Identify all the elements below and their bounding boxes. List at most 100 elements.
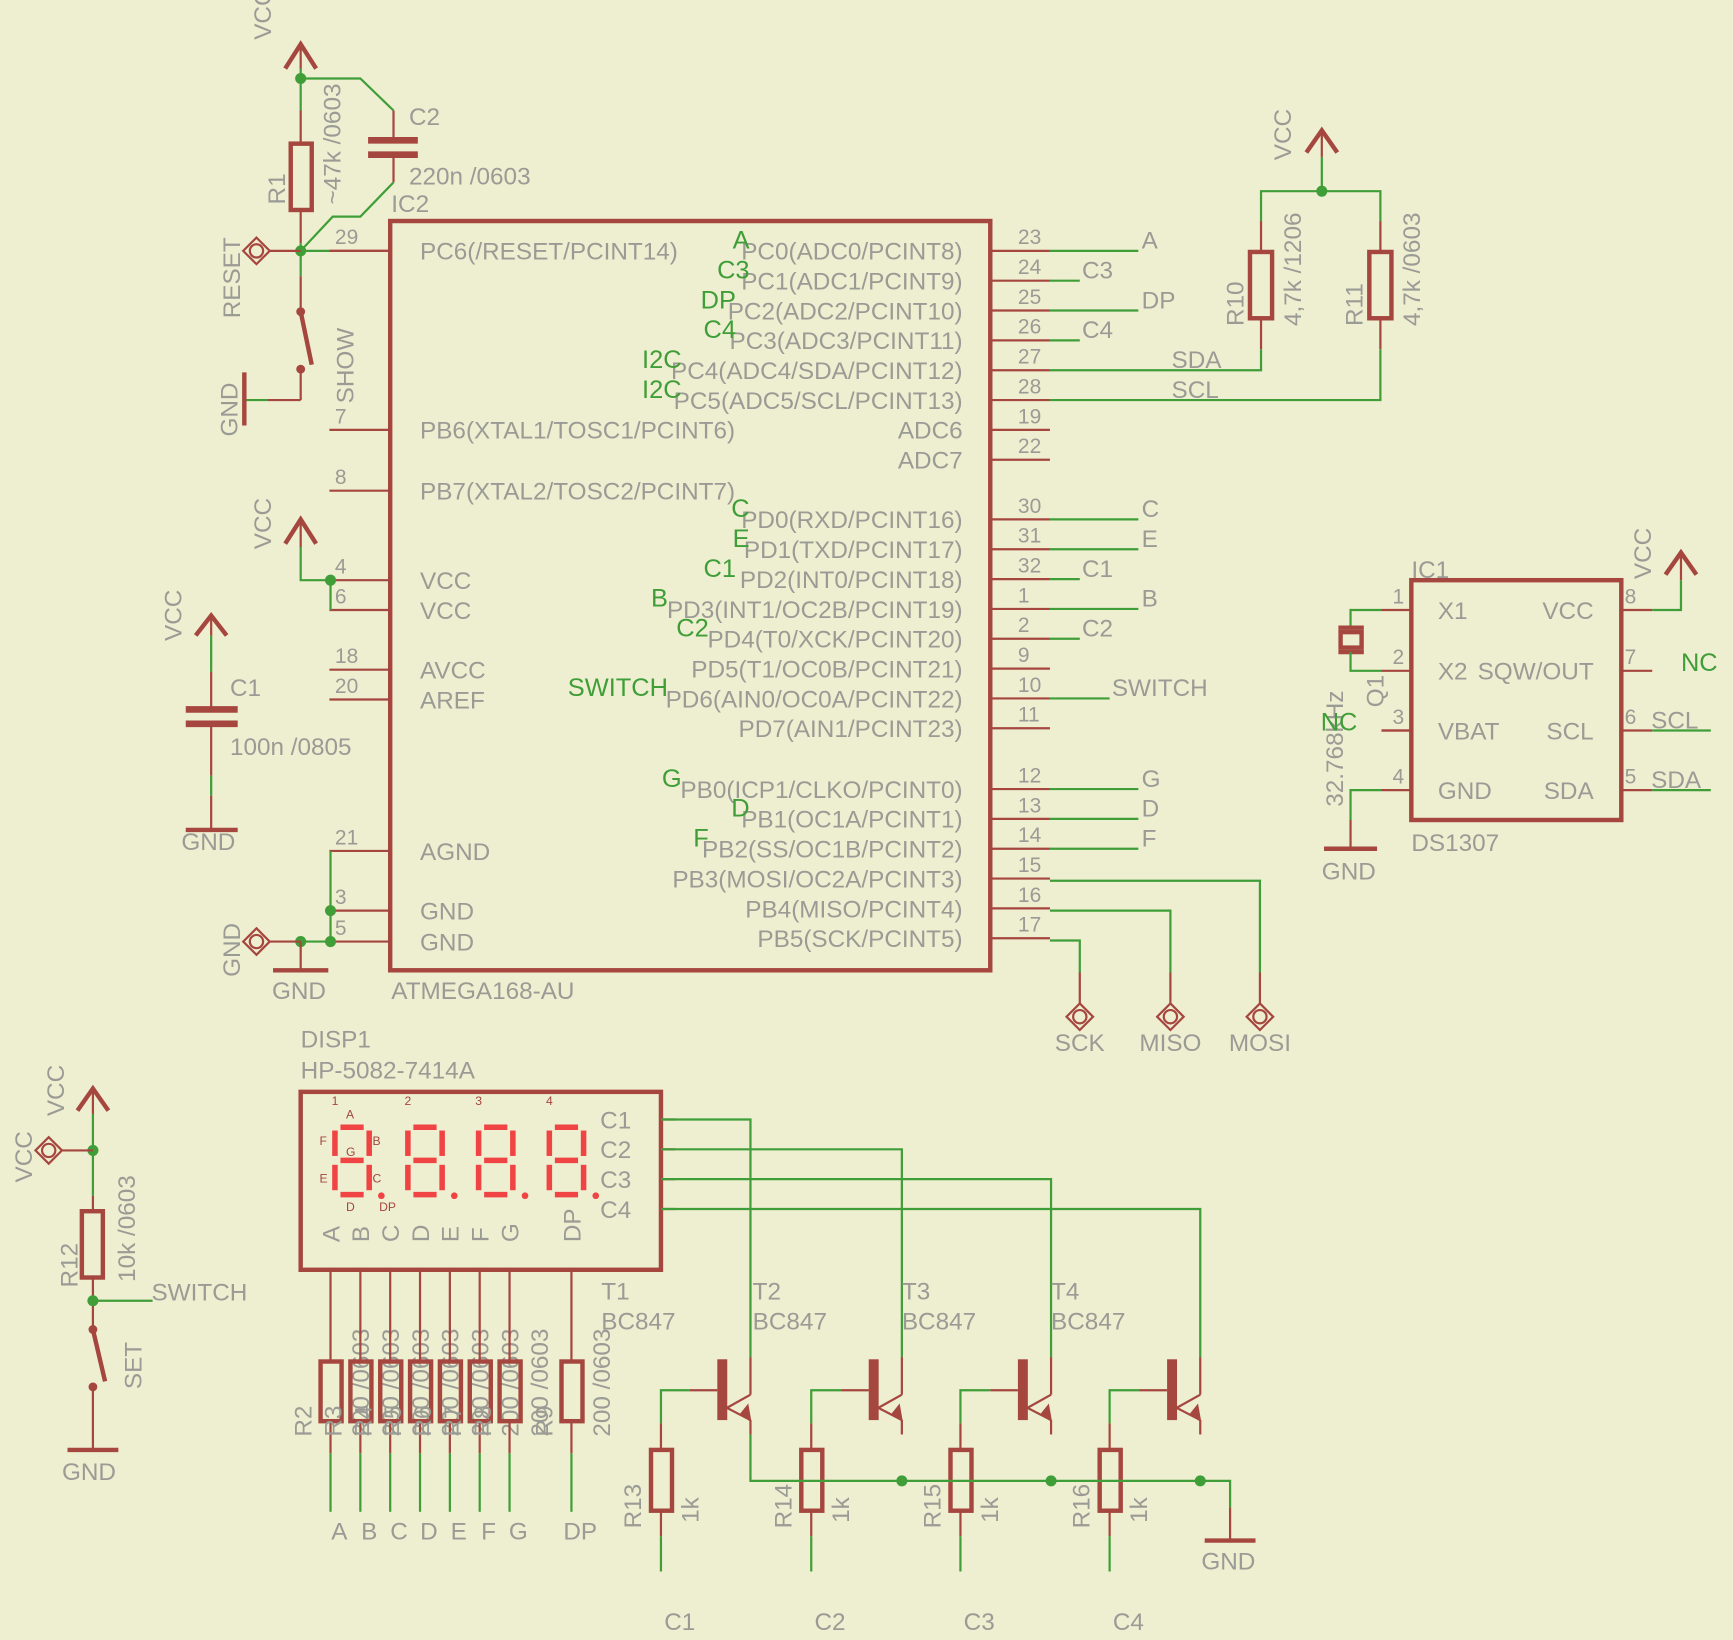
rtc-scl-net: SCL	[1651, 707, 1698, 734]
crystal-q1[interactable]	[1338, 629, 1364, 650]
isp-pad-sck[interactable]: SCK	[1055, 1001, 1105, 1057]
isp-pad-mosi[interactable]: MOSI	[1229, 1001, 1291, 1057]
pin-label: PD3(INT1/OC2B/PCINT19)	[667, 597, 963, 624]
pin-number: 23	[1018, 226, 1041, 249]
set-switch[interactable]	[90, 1328, 108, 1382]
seg-letter: E	[319, 1171, 327, 1185]
gnd-label: GND	[181, 829, 235, 856]
net-label-inner: B	[651, 585, 668, 613]
pin-label: C4	[600, 1197, 631, 1224]
junction	[87, 1144, 99, 1156]
gnd-pad[interactable]	[241, 926, 272, 957]
transistor-name: T1	[601, 1279, 629, 1306]
pin-number: 2	[1393, 646, 1405, 669]
pin-number: 21	[335, 826, 358, 849]
isp-pad-miso[interactable]: MISO	[1139, 1001, 1201, 1057]
pin-label: X1	[1438, 598, 1468, 625]
display-pin-c1[interactable]: C1	[600, 1107, 676, 1134]
display-pin-c4[interactable]: C4	[600, 1197, 676, 1224]
display-pin-c3[interactable]: C3	[600, 1167, 676, 1194]
transistor-name: T4	[1051, 1279, 1079, 1306]
display-pin-c2[interactable]: C2	[600, 1137, 676, 1164]
segment-net-label: E	[451, 1518, 467, 1545]
rtc-body[interactable]	[1409, 577, 1624, 823]
junction	[1316, 185, 1328, 197]
resistor-r10[interactable]	[1247, 249, 1275, 321]
mcu-body[interactable]	[387, 218, 993, 973]
show-switch-label: SHOW	[333, 328, 360, 404]
vcc-pad[interactable]	[33, 1135, 64, 1166]
pin-number: 15	[1018, 854, 1041, 877]
resistor-r1[interactable]	[288, 141, 314, 213]
display-pin-label: D	[408, 1225, 435, 1243]
digit-2: 2	[405, 1094, 458, 1200]
show-switch[interactable]	[298, 311, 314, 366]
resistor-name: R2	[291, 1406, 318, 1437]
net-label-inner: C3	[717, 256, 749, 284]
gnd-pad-label: GND	[219, 923, 246, 977]
resistor-name: R5	[380, 1406, 407, 1437]
rtc-pin-2[interactable]: 2X2	[1393, 646, 1468, 685]
resistor-r12[interactable]	[79, 1209, 106, 1280]
transistor-part: BC847	[601, 1308, 675, 1335]
net-label: C	[1142, 496, 1160, 523]
reset-pad[interactable]	[241, 236, 272, 266]
pin-label: PC6(/RESET/PCINT14)	[420, 239, 678, 266]
pin-number: 22	[1018, 435, 1041, 458]
resistor-value: 1k	[1126, 1496, 1153, 1523]
pin-number: 3	[335, 886, 347, 909]
vcc-symbol	[193, 611, 229, 637]
resistor-r11[interactable]	[1367, 249, 1394, 321]
net-label-inner: E	[733, 525, 750, 553]
rtc-pin-1[interactable]: 1X1	[1393, 585, 1468, 624]
